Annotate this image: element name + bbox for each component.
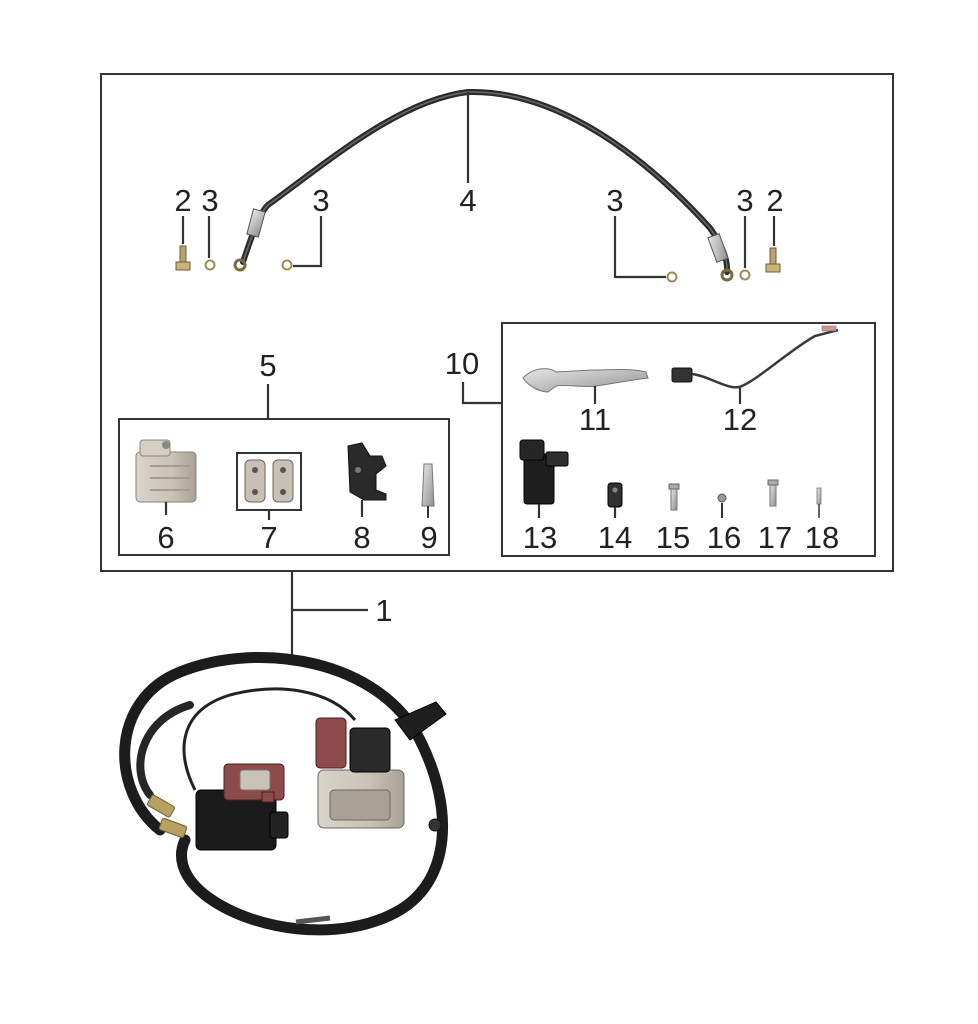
leader-3-mid-left bbox=[293, 216, 323, 268]
brake-pads bbox=[236, 452, 302, 511]
label-2-right: 2 bbox=[766, 183, 783, 218]
nut bbox=[717, 493, 727, 518]
slide-pin bbox=[421, 463, 435, 518]
label-3-mid-right: 3 bbox=[606, 183, 623, 218]
master-cylinder bbox=[519, 439, 569, 505]
reservoir-clamp bbox=[607, 482, 623, 508]
label-6: 6 bbox=[157, 520, 174, 555]
washer-d bbox=[739, 269, 751, 281]
label-1: 1 bbox=[375, 593, 392, 628]
master-cylinder-kit-box bbox=[501, 322, 876, 557]
complete-brake-assembly bbox=[119, 652, 448, 936]
label-11: 11 bbox=[579, 402, 611, 437]
caliper-body bbox=[135, 439, 197, 503]
brake-switch-wire bbox=[671, 325, 839, 389]
caliper-kit-box bbox=[118, 418, 450, 556]
label-3-right: 3 bbox=[736, 183, 753, 218]
label-18: 18 bbox=[805, 520, 839, 555]
label-12: 12 bbox=[723, 402, 757, 437]
brake-hose bbox=[233, 88, 734, 282]
washer-a bbox=[204, 259, 216, 271]
label-13: 13 bbox=[523, 520, 557, 555]
washer-c bbox=[666, 271, 678, 283]
label-3-left: 3 bbox=[201, 183, 218, 218]
banjo-bolt-left bbox=[175, 245, 191, 271]
label-8: 8 bbox=[353, 520, 370, 555]
label-16: 16 bbox=[707, 520, 741, 555]
label-9: 9 bbox=[420, 520, 437, 555]
label-4: 4 bbox=[459, 183, 476, 218]
label-7: 7 bbox=[260, 520, 277, 555]
label-10: 10 bbox=[445, 346, 479, 381]
small-pin bbox=[816, 487, 822, 518]
label-14: 14 bbox=[598, 520, 632, 555]
label-15: 15 bbox=[656, 520, 690, 555]
brake-lever bbox=[522, 368, 649, 393]
washer-b bbox=[281, 259, 293, 271]
label-5: 5 bbox=[259, 348, 276, 383]
label-2-left: 2 bbox=[174, 183, 191, 218]
banjo-bolt-right bbox=[765, 247, 781, 273]
leader-3-mid-right bbox=[613, 216, 666, 279]
assembly-frame bbox=[100, 73, 894, 572]
label-3-mid-left: 3 bbox=[312, 183, 329, 218]
label-17: 17 bbox=[758, 520, 792, 555]
pivot-bolt bbox=[668, 483, 680, 511]
leader-10 bbox=[461, 382, 502, 405]
caliper-bracket bbox=[347, 442, 387, 501]
screw bbox=[767, 479, 779, 507]
